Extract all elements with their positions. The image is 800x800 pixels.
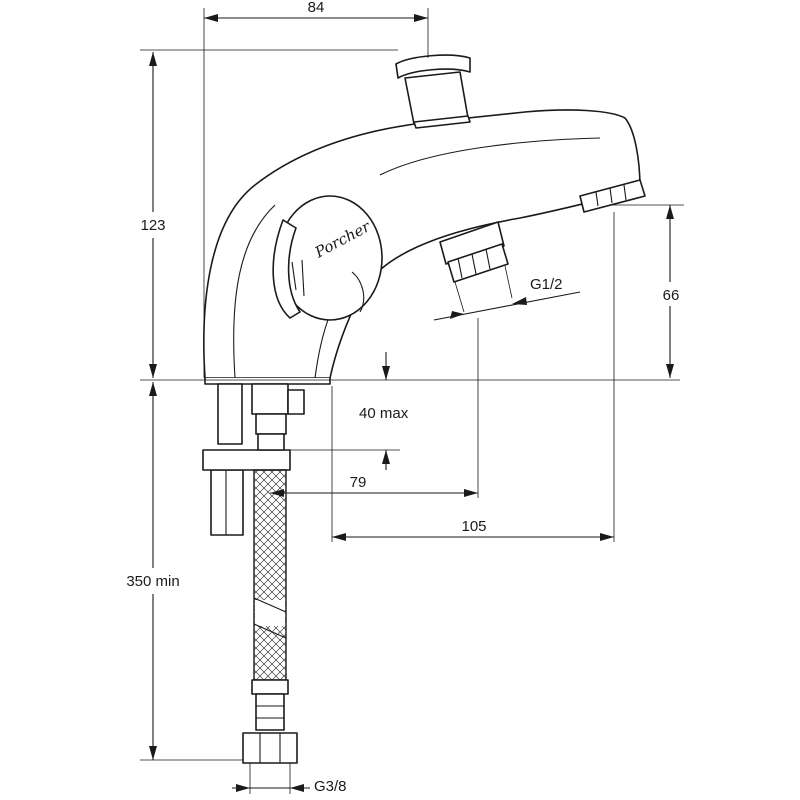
svg-text:G1/2: G1/2: [530, 276, 563, 293]
mounting-nut: [202, 449, 291, 471]
dim-width-84: 84: [203, 0, 429, 378]
mixer-handle: Porcher: [272, 195, 383, 321]
dim-thread-g38: G3/8: [232, 763, 347, 795]
valve-stub: [251, 383, 305, 451]
braided-hose: [253, 469, 287, 681]
dim-height-123: 123: [130, 49, 398, 378]
svg-text:350 min: 350 min: [126, 573, 179, 590]
hose-ferrule: [251, 679, 289, 731]
svg-text:66: 66: [663, 287, 680, 304]
hose-nut: [242, 732, 298, 764]
dim-hose-350min: 350 min: [114, 382, 243, 761]
svg-text:105: 105: [461, 518, 486, 535]
svg-text:G3/8: G3/8: [314, 778, 347, 795]
dim-reach-105: 105: [331, 212, 615, 542]
faucet-body: [203, 109, 641, 385]
svg-text:79: 79: [350, 474, 367, 491]
dim-offset-79: 79: [270, 318, 479, 498]
spout-tip: [579, 179, 646, 213]
threaded-rod: [210, 383, 244, 536]
dim-deck-40max: 40 max: [290, 352, 409, 470]
svg-text:84: 84: [308, 0, 325, 16]
outlet-connector: [439, 221, 509, 283]
dim-height-66: 66: [612, 204, 688, 378]
diverter-knob: [395, 54, 471, 129]
dim-thread-g12: G1/2: [433, 265, 581, 321]
svg-text:40 max: 40 max: [359, 405, 409, 422]
svg-text:123: 123: [140, 217, 165, 234]
